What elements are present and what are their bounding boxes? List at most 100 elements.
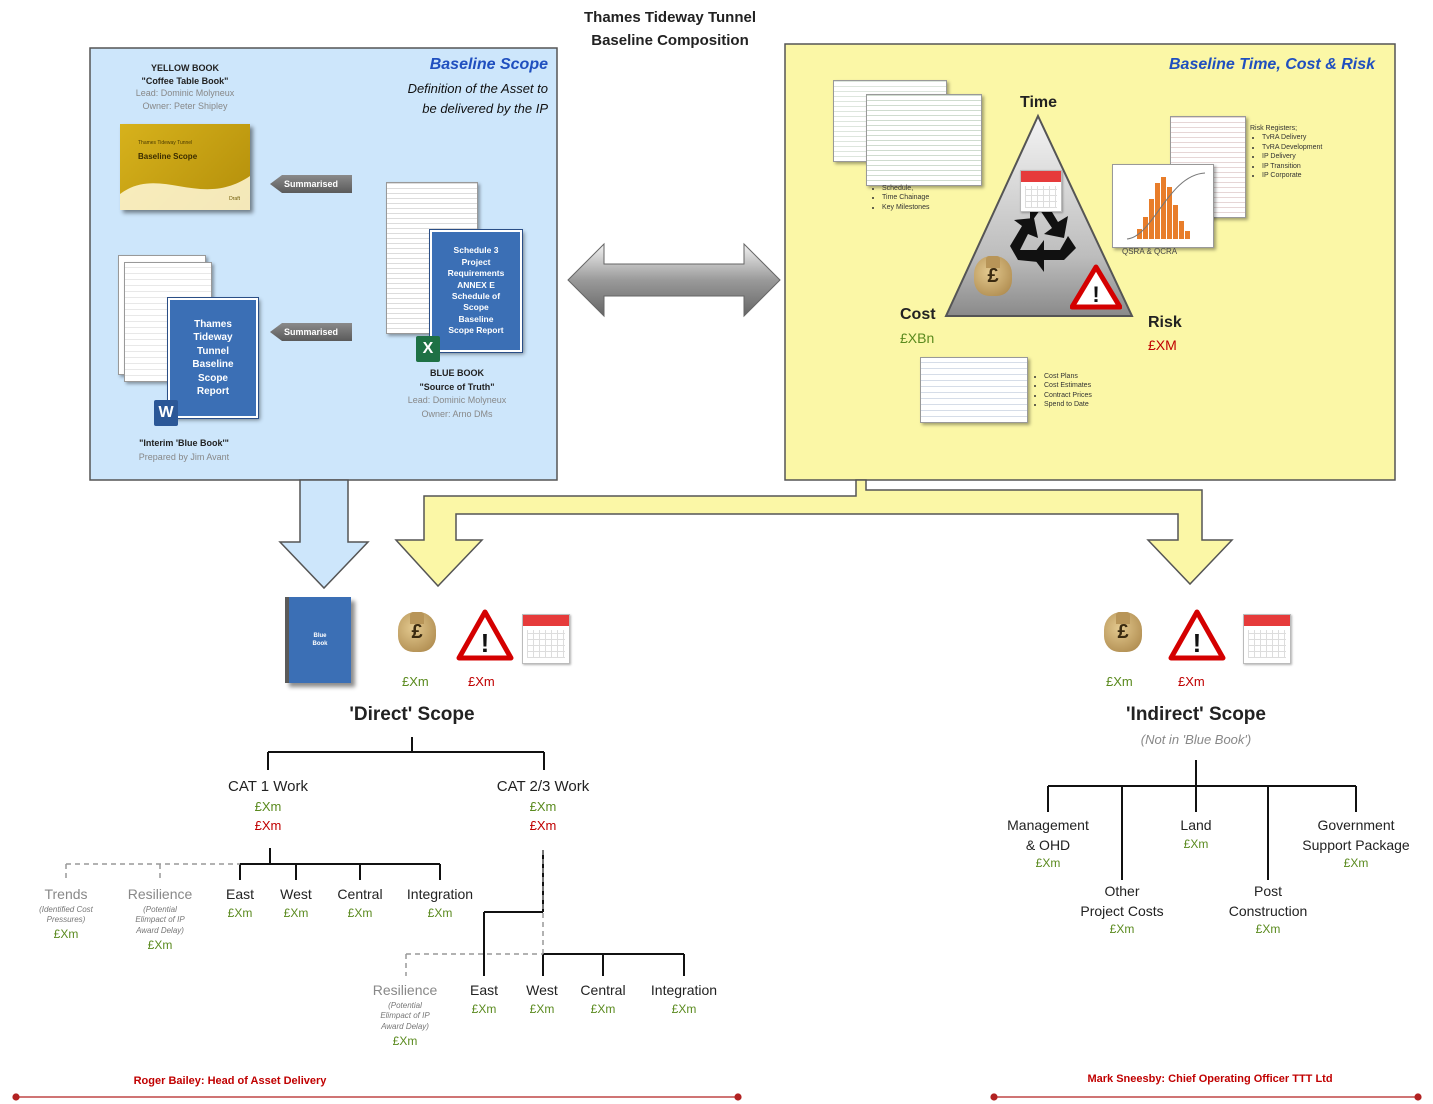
indirect-other-project-costs: Other Project Costs £Xm [1064,882,1180,938]
cat1-integration-value: £Xm [427,905,453,920]
baseline-scope-heading: Baseline Scope [429,56,548,73]
indirect-government-value: £Xm [1343,856,1369,871]
cat23-east: East £Xm [456,981,512,1017]
indirect-government-label: Government [1317,817,1395,833]
yellow-book-cover-corner: Draft [229,196,240,202]
indirect-land-value: £Xm [1183,836,1209,851]
interim-book-cover-text: Thames Tideway Tunnel Baseline Scope Rep… [192,318,233,399]
schedule-bullets: Schedule, Time Chainage Key Milestones [870,184,990,212]
baseline-scope-subheading: Definition of the Asset to be delivered … [340,79,548,118]
excel-icon: X [416,336,440,362]
svg-text:!: ! [1193,628,1202,658]
indirect-management-label: Management [1007,817,1089,833]
cost-label: Cost [900,306,936,323]
cat1-risk: £Xm [254,817,282,833]
indirect-other-label: Project Costs [1080,902,1164,919]
cat1-trends-label: Trends [44,886,88,902]
cost-plan-doc [920,357,1028,423]
owner-lines [12,1093,1422,1101]
risk-registers-list: Risk Registers; TvRA Delivery TvRA Devel… [1250,124,1360,181]
cat1-resilience-note: Award Delay) [136,926,184,936]
cat23-east-value: £Xm [471,1001,497,1016]
schedule-bullet: Time Chainage [882,193,990,202]
subheading-line-2: be delivered by the IP [422,100,548,116]
interim-cover-line: Tunnel [196,345,229,357]
indirect-post-construction: Post Construction £Xm [1210,882,1326,938]
cat1-east-label: East [225,886,254,902]
direct-money-bag-icon: £ [398,602,436,652]
indirect-calendar-icon [1243,614,1291,664]
indirect-government-label: Support Package [1302,836,1410,853]
indirect-scope-title: 'Indirect' Scope [1126,704,1266,725]
indirect-land: Land £Xm [1156,816,1236,852]
blue-book-owner: Owner: Arno DMs [421,408,493,419]
indirect-management: Management & OHD £Xm [990,816,1106,872]
indirect-warning-icon: ! [1168,609,1226,661]
cat23-resilience-label: Resilience [372,982,438,998]
indirect-other-value: £Xm [1109,922,1135,937]
indirect-scope-subtitle: (Not in 'Blue Book') [1140,732,1252,747]
indirect-post-label: Construction [1228,902,1308,919]
risk-bullet: IP Delivery [1262,152,1360,161]
interim-book-caption-title: "Interim 'Blue Book'" [139,438,229,448]
yellow-book-title: YELLOW BOOK [151,63,219,73]
cost-value: £XBn [900,330,935,346]
word-icon: W [154,400,178,426]
blue-book-lead: Lead: Dominic Molyneux [407,395,507,405]
diagram-title: Thames Tideway Tunnel Baseline Compositi… [520,6,820,53]
direct-warning-icon: ! [456,609,514,661]
cost-bullet: Cost Plans [1044,372,1132,381]
interim-cover-line: Thames [194,318,232,330]
cat1-west: West £Xm [268,885,324,921]
double-arrow [567,242,781,318]
cost-bullet: Contract Prices [1044,391,1132,400]
indirect-owner: Mark Sneesby: Chief Operating Officer TT… [1087,1073,1333,1085]
cat1-central-value: £Xm [347,905,373,920]
interim-book-cover: Thames Tideway Tunnel Baseline Scope Rep… [167,297,259,419]
interim-cover-line: Scope [197,372,228,384]
indirect-other-label: Other [1104,883,1140,899]
triangle-calendar-icon [1020,170,1062,212]
cat23-integration-label: Integration [650,982,718,998]
yellow-book-swoosh [120,176,250,210]
yellow-book-owner: Owner: Peter Shipley [142,100,228,111]
cat1-label: CAT 1 Work [227,778,309,795]
yellow-book-cover-small: Thames Tideway Tunnel [138,140,193,146]
cat23-central-value: £Xm [590,1001,616,1016]
cat23-west-label: West [526,982,558,998]
qsra-chart-doc [1112,164,1214,248]
yellow-book-cover-title: Baseline Scope [138,152,198,161]
cat1-resilience-label: Resilience [127,886,193,902]
svg-text:!: ! [481,628,490,658]
cat23-node: CAT 2/3 Work £Xm £Xm [468,776,618,835]
schedule-bullet: Key Milestones [882,203,990,212]
indirect-post-value: £Xm [1255,922,1281,937]
cat23-risk: £Xm [529,817,557,833]
blue-cover-line: Schedule of [451,291,501,301]
time-label: Time [1020,94,1058,111]
risk-value: £XM [1148,337,1177,353]
schedule-doc [866,94,982,186]
cat1-resilience-value: £Xm [147,937,173,952]
blue-book-caption: BLUE BOOK "Source of Truth" Lead: Domini… [382,367,532,421]
cat1-cost: £Xm [254,798,282,814]
cost-bullet: Spend to Date [1044,400,1132,409]
indirect-management-value: £Xm [1035,856,1061,871]
cat1-west-label: West [280,886,312,902]
risk-registers-title: Risk Registers; [1250,125,1298,132]
cat1-east: East £Xm [212,885,268,921]
risk-bullet: IP Corporate [1262,171,1360,180]
blue-book-cover-text: Schedule 3 Project Requirements ANNEX E … [448,245,505,337]
indirect-money-bag-icon: £ [1104,602,1142,652]
cat1-resilience-note: Elimpact of IP [135,915,185,925]
cost-bullet: Cost Estimates [1044,381,1132,390]
cat23-resilience: Resilience (Potential Elimpact of IP Awa… [360,981,450,1050]
blue-book-icon-label: Blue [313,633,327,639]
recycle-icon [1010,202,1076,272]
risk-bullet: TvRA Development [1262,143,1360,152]
blue-down-arrow [278,479,370,590]
risk-bullet: IP Transition [1262,162,1360,171]
indirect-cost-value: £Xm [1106,674,1133,689]
cat1-east-value: £Xm [227,905,253,920]
direct-scope-title: 'Direct' Scope [349,704,475,725]
